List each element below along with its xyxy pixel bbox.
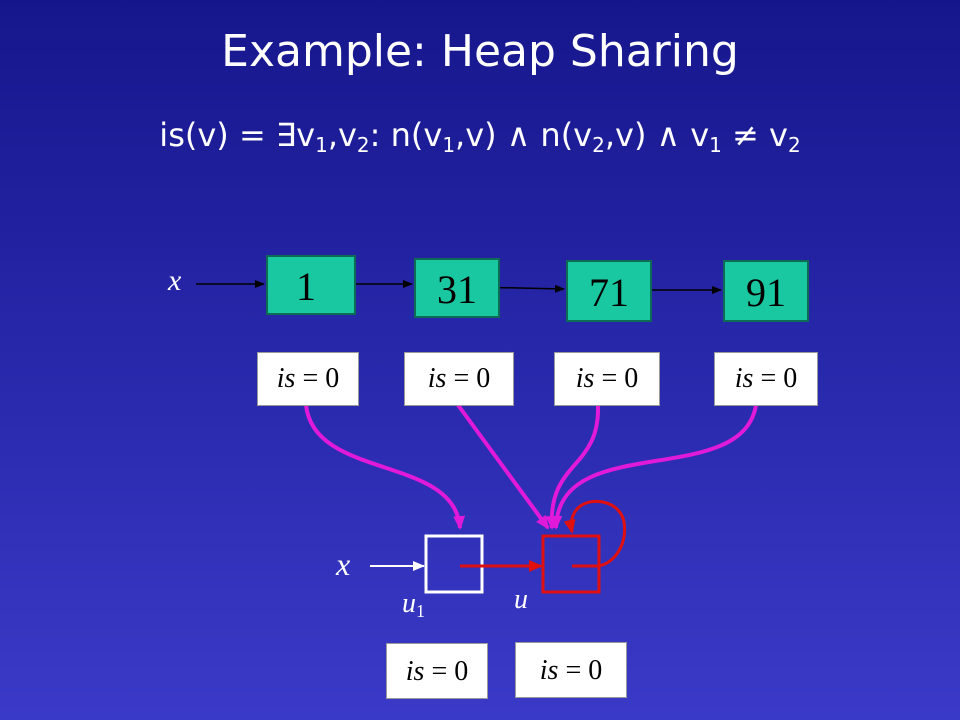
is-tag-name: is	[734, 363, 754, 394]
formula-sub: 2	[356, 133, 370, 157]
node-u	[541, 534, 601, 594]
is-tag-value: = 0	[753, 363, 798, 394]
formula-text: ,v)	[604, 116, 657, 154]
list-node: 71	[566, 260, 652, 322]
is-tag: is = 0	[714, 352, 818, 406]
formula-comma: ,	[327, 116, 338, 154]
node-u1	[424, 534, 484, 594]
neq-symbol: ≠	[732, 116, 759, 154]
x-pointer-label: x	[168, 264, 182, 297]
mapping-arrow-3	[545, 404, 601, 530]
is-tag-u: is = 0	[515, 642, 627, 698]
formula-v: v	[573, 116, 593, 154]
exists-symbol: ∃	[275, 116, 297, 154]
is-tag-value: = 0	[446, 363, 491, 394]
is-tag-name: is	[405, 656, 425, 687]
formula-text: : n(	[369, 116, 424, 154]
u-self-loop	[563, 499, 627, 568]
is-tag-value: = 0	[424, 656, 469, 687]
is-tag: is = 0	[554, 352, 660, 406]
is-tag-name: is	[276, 363, 296, 394]
formula-v: v	[769, 116, 788, 154]
is-tag-value: = 0	[594, 363, 639, 394]
mapping-arrow-1	[304, 404, 466, 530]
formula-sub: 2	[787, 133, 801, 157]
is-tag-name: is	[539, 655, 559, 686]
u1-label-main: u	[402, 588, 416, 619]
and-symbol: ∧	[506, 116, 531, 154]
u-label: u	[514, 584, 528, 615]
formula-sub: 1	[315, 133, 328, 157]
formula-v: v	[690, 116, 710, 154]
is-tag: is = 0	[257, 352, 359, 406]
is-tag: is = 0	[404, 352, 514, 406]
slide-title: Example: Heap Sharing	[221, 26, 739, 77]
list-node: 1	[266, 255, 356, 315]
list-node: 91	[723, 260, 809, 322]
abstract-x-label: x	[336, 546, 351, 582]
is-tag-u1: is = 0	[386, 643, 488, 699]
formula-sub: 1	[442, 133, 456, 157]
formula-sub: 2	[592, 133, 605, 157]
u1-label: u1	[402, 588, 425, 622]
formula-v: v	[423, 116, 443, 154]
formula-text: n(	[530, 116, 574, 154]
formula: is(v) = ∃v1,v2: n(v1,v) ∧ n(v2,v) ∧ v1 ≠…	[0, 116, 960, 157]
formula-lhs: is(v) =	[159, 116, 276, 154]
list-node: 31	[414, 258, 500, 318]
formula-text: ,v)	[455, 116, 507, 154]
is-tag-name: is	[575, 363, 595, 394]
is-tag-value: = 0	[295, 363, 340, 394]
is-tag-value: = 0	[558, 655, 603, 686]
formula-v: v	[337, 116, 357, 154]
formula-v: v	[296, 116, 316, 154]
u1-label-sub: 1	[416, 601, 425, 621]
formula-sub: 1	[709, 133, 722, 157]
is-tag-name: is	[427, 363, 447, 394]
mapping-arrow-4	[550, 404, 758, 530]
mapping-arrow-2	[456, 403, 550, 530]
and-symbol: ∧	[656, 116, 681, 154]
